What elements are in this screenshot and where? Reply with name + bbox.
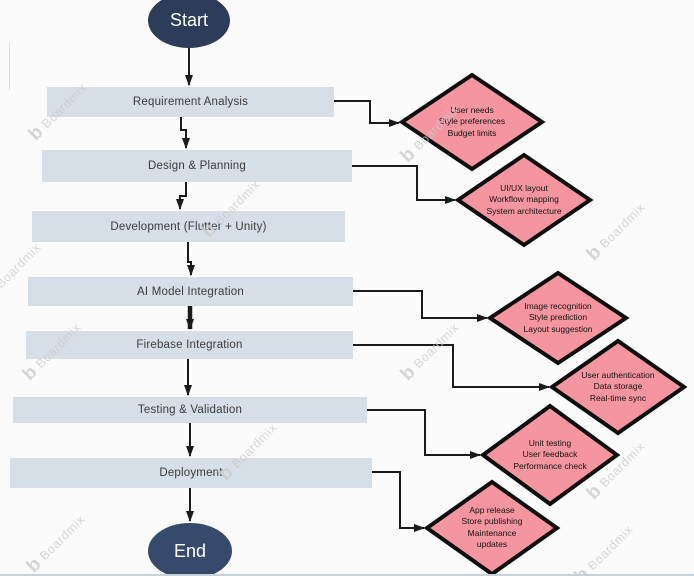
terminal-start[interactable]: Start [148, 0, 230, 48]
process-requirement-analysis[interactable]: Requirement Analysis [47, 87, 334, 117]
process-label: Development (Flutter + Unity) [110, 220, 267, 233]
process-label: AI Model Integration [137, 285, 244, 298]
connector-requirement-to-design [180, 117, 190, 149]
process-design-planning[interactable]: Design & Planning [42, 150, 352, 182]
connector-firebase-to-detail [353, 344, 550, 391]
decision-firebase-details[interactable] [548, 338, 688, 436]
process-ai-model-integration[interactable]: AI Model Integration [28, 277, 353, 306]
decision-deployment-details[interactable] [423, 479, 561, 577]
connector-aimodel-to-detail [353, 290, 488, 322]
terminal-label: End [173, 540, 207, 561]
process-testing-validation[interactable]: Testing & Validation [13, 397, 367, 423]
process-firebase-integration[interactable]: Firebase Integration [26, 331, 353, 359]
connector-development-to-aimodel [187, 242, 195, 276]
process-label: Requirement Analysis [132, 96, 249, 108]
decision-requirement-details[interactable] [398, 72, 546, 172]
process-label: Deployment [159, 467, 223, 479]
decision-testing-details[interactable] [479, 403, 621, 507]
decision-aimodel-details[interactable] [486, 270, 630, 366]
connector-testing-to-detail [367, 409, 481, 459]
terminal-end[interactable]: End [148, 523, 232, 579]
connector-design-to-development [176, 182, 187, 210]
process-label: Testing & Validation [137, 404, 243, 416]
process-label: Design & Planning [147, 160, 247, 172]
process-label: Firebase Integration [136, 339, 243, 351]
bottom-divider-line [0, 574, 694, 576]
connector-requirement-to-detail [334, 100, 400, 127]
connector-deployment-to-detail [372, 471, 425, 532]
connector-design-to-detail [352, 165, 456, 204]
below-canvas-strip [0, 576, 694, 586]
process-deployment[interactable]: Deployment [10, 458, 372, 488]
decision-design-details[interactable] [454, 152, 594, 248]
process-development[interactable]: Development (Flutter + Unity) [32, 211, 345, 242]
terminal-label: Start [169, 10, 208, 30]
page-edge-line [9, 43, 10, 90]
